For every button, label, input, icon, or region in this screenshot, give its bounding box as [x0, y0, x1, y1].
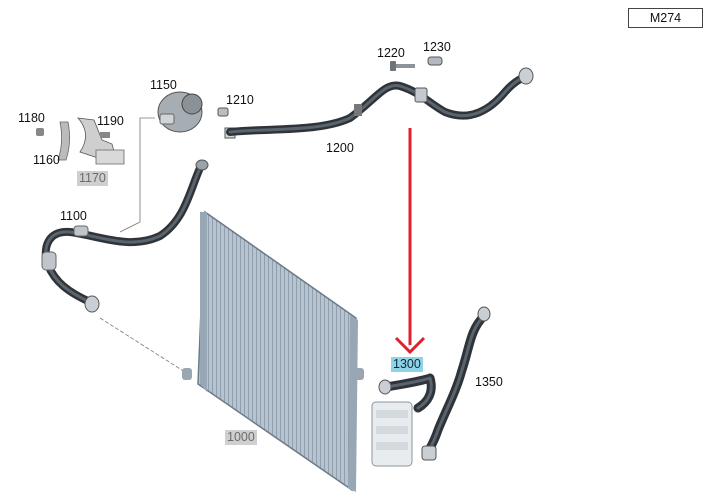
radiator	[182, 210, 364, 492]
part-label-1170[interactable]: 1170	[77, 171, 108, 186]
part-label-1220[interactable]: 1220	[377, 46, 405, 60]
part-label-1350[interactable]: 1350	[475, 375, 503, 389]
hose-1350	[423, 311, 489, 457]
bracket-assembly	[36, 117, 125, 165]
model-badge: M274	[628, 8, 703, 28]
pump-1150	[157, 91, 203, 133]
hose-1300	[381, 373, 436, 413]
part-label-1190[interactable]: 1190	[97, 114, 124, 128]
hose-1200	[226, 72, 532, 136]
coolant-pipe	[371, 401, 413, 467]
hose-1100	[41, 164, 204, 306]
part-label-1150[interactable]: 1150	[150, 78, 177, 92]
red-arrow-icon	[394, 128, 426, 355]
bolt-1220	[390, 61, 415, 71]
sleeve-1230	[427, 56, 443, 66]
part-label-1100[interactable]: 1100	[60, 209, 87, 223]
part-label-1000[interactable]: 1000	[225, 430, 257, 445]
part-label-1300[interactable]: 1300	[391, 357, 423, 372]
part-label-1160[interactable]: 1160	[33, 153, 60, 167]
part-label-1200[interactable]: 1200	[326, 141, 354, 155]
part-label-1180[interactable]: 1180	[18, 111, 45, 125]
part-label-1210[interactable]: 1210	[226, 93, 254, 107]
part-label-1230[interactable]: 1230	[423, 40, 451, 54]
